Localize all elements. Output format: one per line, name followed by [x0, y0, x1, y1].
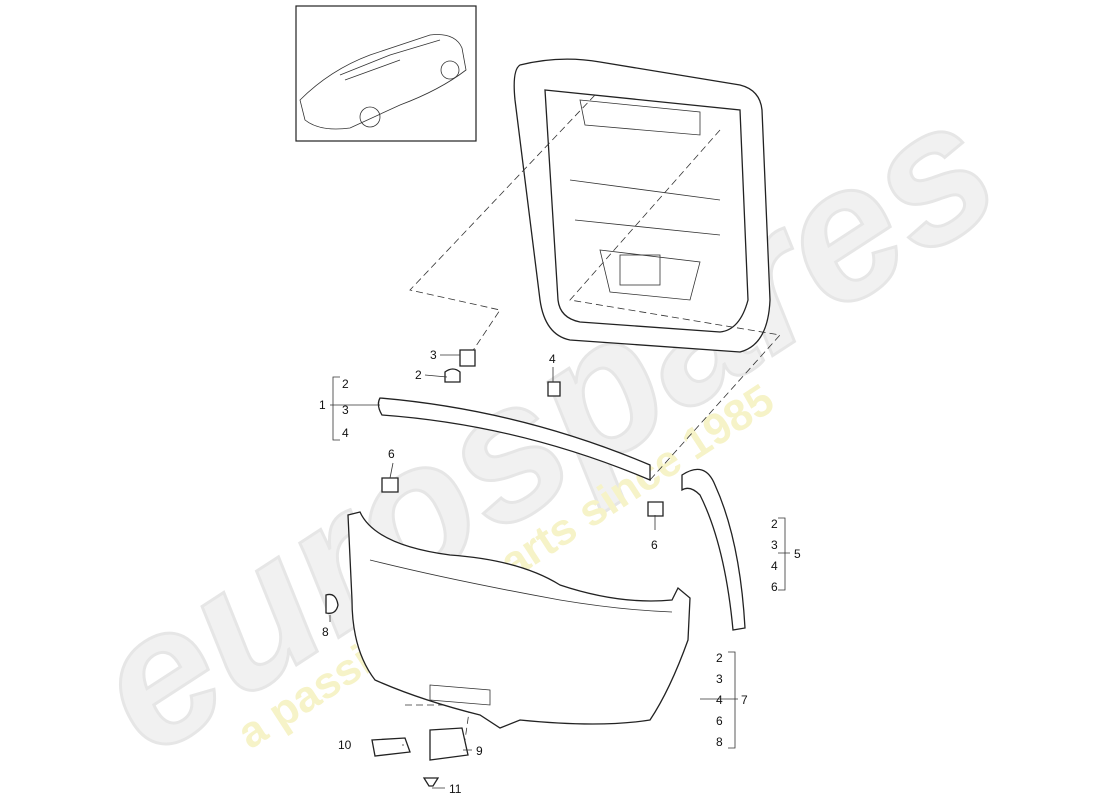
tailgate-frame	[513, 58, 771, 353]
callout-2: 2	[415, 368, 422, 382]
callout-4: 4	[549, 352, 556, 366]
handle-cover-9[interactable]	[429, 727, 469, 761]
side-trim[interactable]	[681, 468, 746, 631]
callout-7-sub-b: 3	[716, 672, 723, 686]
callout-6-left: 6	[388, 447, 395, 461]
callout-6-right: 6	[651, 538, 658, 552]
upper-trim-strip[interactable]	[377, 397, 651, 481]
cover-8[interactable]	[325, 593, 339, 614]
callout-5-sub-a: 2	[771, 517, 778, 531]
callout-1: 1	[319, 398, 326, 412]
callout-11: 11	[449, 782, 462, 796]
callout-3: 3	[430, 348, 437, 362]
callout-7-sub-d: 6	[716, 714, 723, 728]
callout-1-sub-c: 4	[342, 426, 349, 440]
callout-5-sub-d: 6	[771, 580, 778, 594]
callout-5-sub-b: 3	[771, 538, 778, 552]
callout-1-sub-b: 3	[342, 403, 349, 417]
clip-2[interactable]	[444, 368, 461, 383]
callout-9: 9	[476, 744, 483, 758]
retainer-4[interactable]	[547, 381, 561, 397]
vehicle-thumbnail	[295, 5, 477, 142]
callout-5: 5	[794, 547, 801, 561]
screw-11[interactable]	[422, 777, 440, 787]
clip-3[interactable]	[459, 349, 476, 367]
callout-10: 10	[338, 738, 352, 752]
callout-8: 8	[322, 625, 329, 639]
clip-6-right[interactable]	[647, 501, 664, 517]
clip-6-left[interactable]	[381, 477, 399, 493]
lower-trim-panel[interactable]	[347, 511, 691, 729]
callout-7-sub-e: 8	[716, 735, 723, 749]
cover-10[interactable]	[371, 737, 411, 757]
callout-7-sub-c: 4	[716, 693, 723, 707]
callout-7-sub-a: 2	[716, 651, 723, 665]
callout-1-sub-a: 2	[342, 377, 349, 391]
callout-7: 7	[741, 693, 748, 707]
callout-5-sub-c: 4	[771, 559, 778, 573]
